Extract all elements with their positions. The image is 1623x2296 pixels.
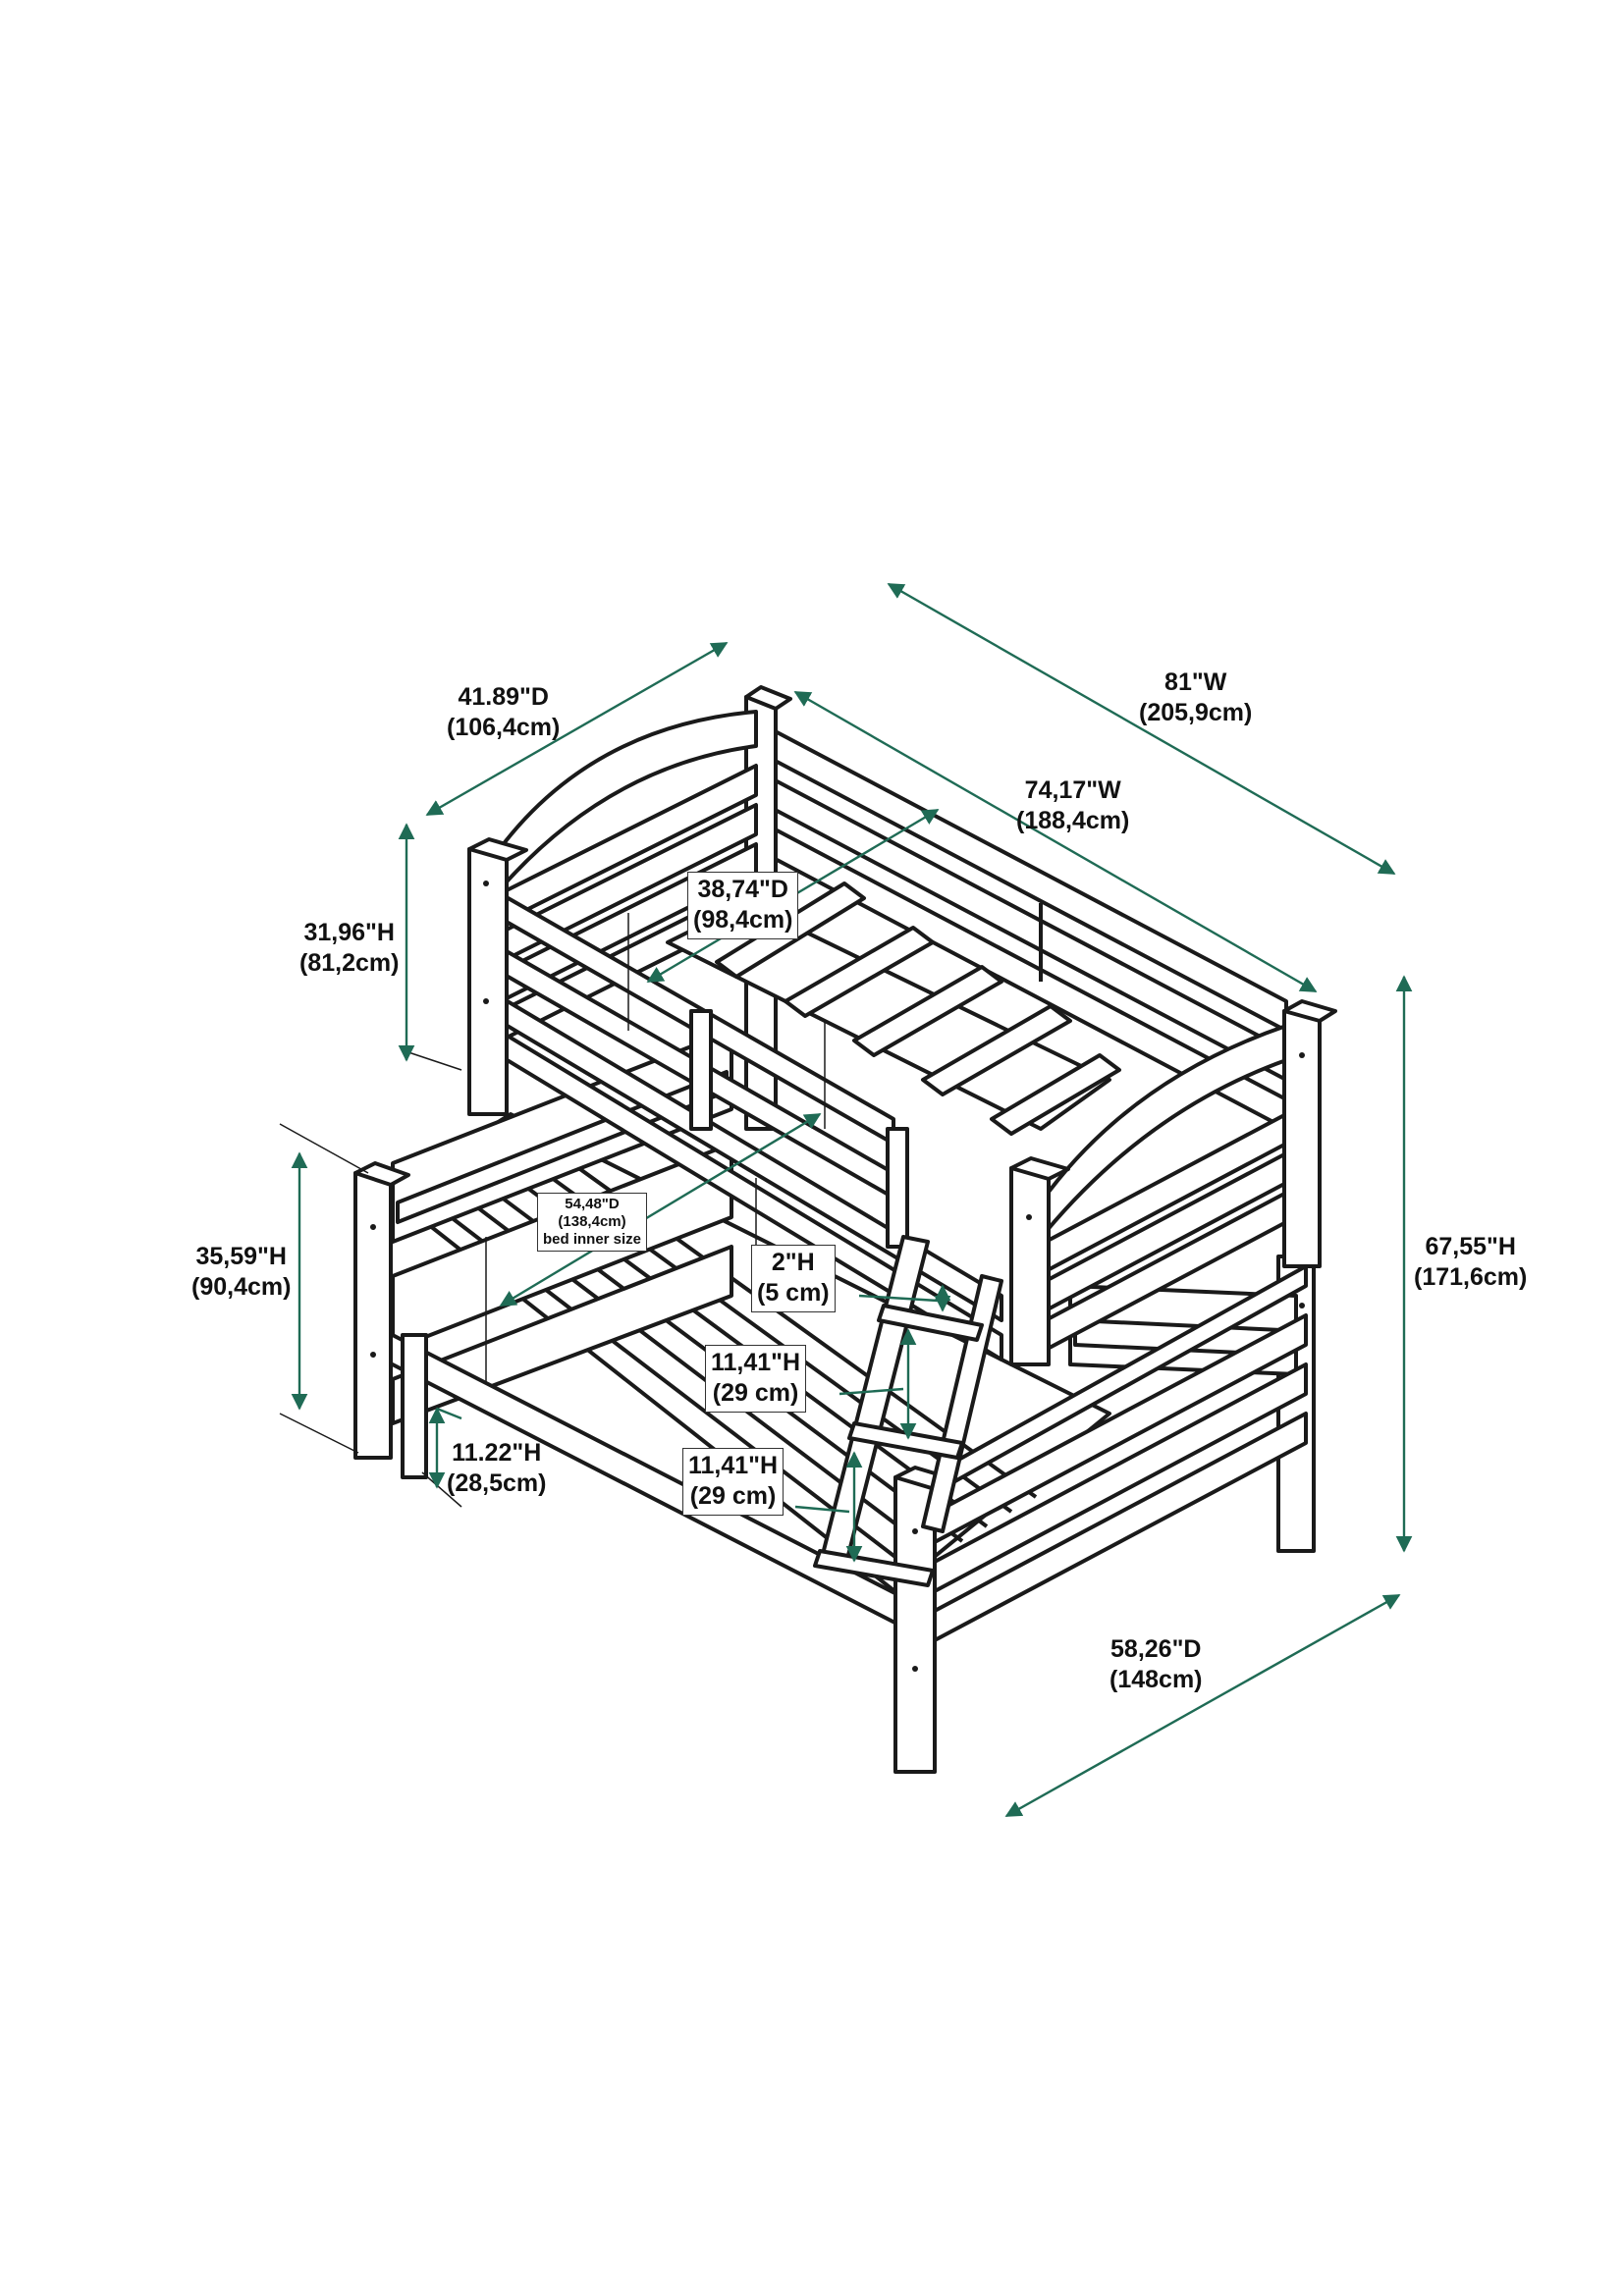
arrow-top-depth	[425, 641, 729, 817]
label-bottom-depth: 58,26"D(148cm)	[1109, 1635, 1203, 1694]
label-top-inner-depth: 38,74"D(98,4cm)	[687, 872, 799, 939]
top-right-headboard	[1039, 1024, 1288, 1352]
post-holes	[370, 881, 1305, 1672]
label-lower-inner-size: 54,48"D(138,4cm)bed inner size	[537, 1193, 648, 1252]
label-step-1: 11,41"H(29 cm)	[705, 1345, 807, 1413]
arrow-lower-inner	[499, 1112, 822, 1308]
label-ground-clearance: 11.22"H(28,5cm)	[447, 1439, 547, 1498]
label-overall-width: 81"W(205,9cm)	[1139, 668, 1253, 727]
label-step-gap: 2"H(5 cm)	[751, 1245, 836, 1312]
dimension-arrows	[291, 582, 1413, 1818]
label-lower-height: 35,59"H(90,4cm)	[191, 1243, 292, 1302]
label-overall-height: 67,55"H(171,6cm)	[1414, 1233, 1528, 1292]
label-rail-height: 31,96"H(81,2cm)	[299, 919, 400, 978]
label-inner-width: 74,17"W(188,4cm)	[1016, 776, 1130, 835]
arrow-inner-width	[793, 690, 1318, 993]
bed-illustration	[353, 685, 1337, 1774]
label-step-2: 11,41"H(29 cm)	[682, 1448, 784, 1516]
label-top-depth: 41.89"D(106,4cm)	[447, 683, 561, 742]
arrow-bottom-depth	[1004, 1593, 1401, 1818]
